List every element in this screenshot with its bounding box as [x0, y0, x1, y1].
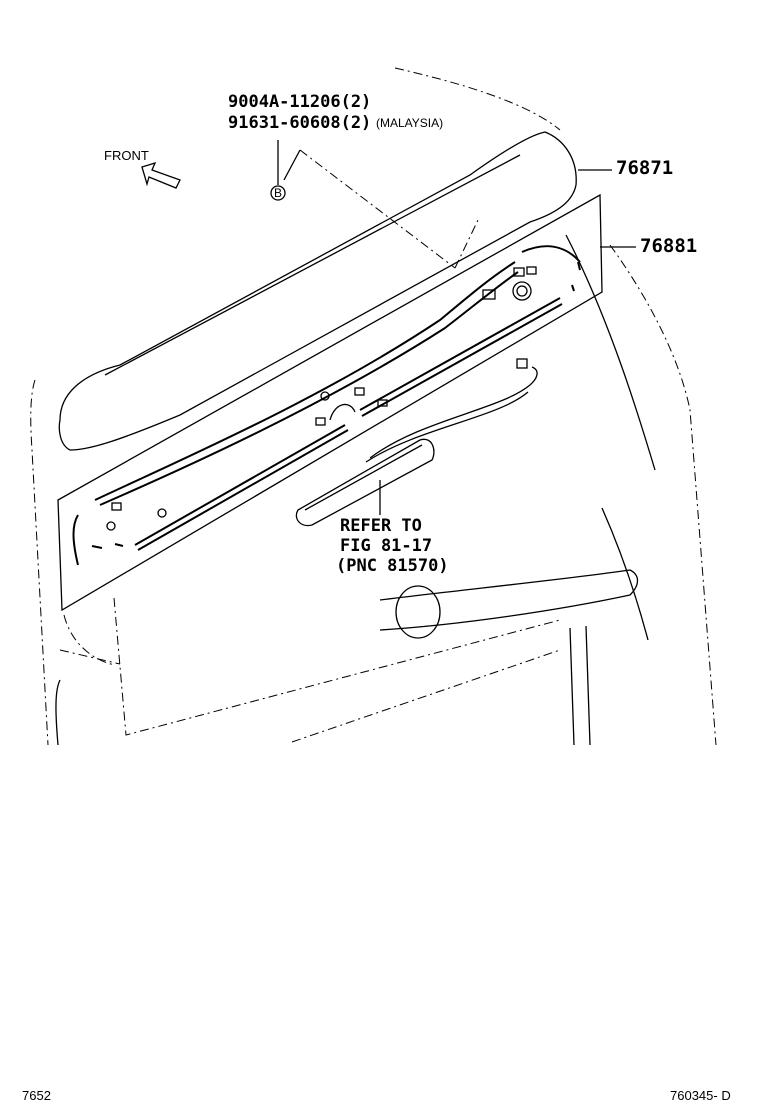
part-number-pad: 76881 — [640, 235, 697, 257]
fastener-part-2-note: (MALAYSIA) — [376, 116, 443, 130]
fastener-b-marker-label: B — [274, 186, 282, 200]
part-number-spoiler: 76871 — [616, 157, 673, 179]
back-door-outline — [30, 67, 717, 746]
rear-handle-area — [379, 569, 639, 639]
fastener-part-2: 91631-60608(2) — [228, 113, 371, 133]
stop-lamp — [295, 358, 538, 527]
refer-line-3: (PNC 81570) — [336, 556, 449, 576]
fastener-b-marker — [270, 185, 286, 201]
fastener-part-1: 9004A-11206(2) — [228, 92, 371, 112]
footer-left: 7652 — [22, 1088, 51, 1103]
pad-76881 — [57, 193, 603, 612]
refer-line-1: REFER TO — [340, 516, 422, 536]
spoiler-76871 — [58, 131, 577, 451]
refer-line-2: FIG 81-17 — [340, 536, 432, 556]
fastener-leaders: B — [270, 140, 479, 269]
front-arrow-icon — [141, 161, 181, 189]
front-label: FRONT — [104, 148, 149, 163]
footer-right: 760345- D — [670, 1088, 731, 1103]
